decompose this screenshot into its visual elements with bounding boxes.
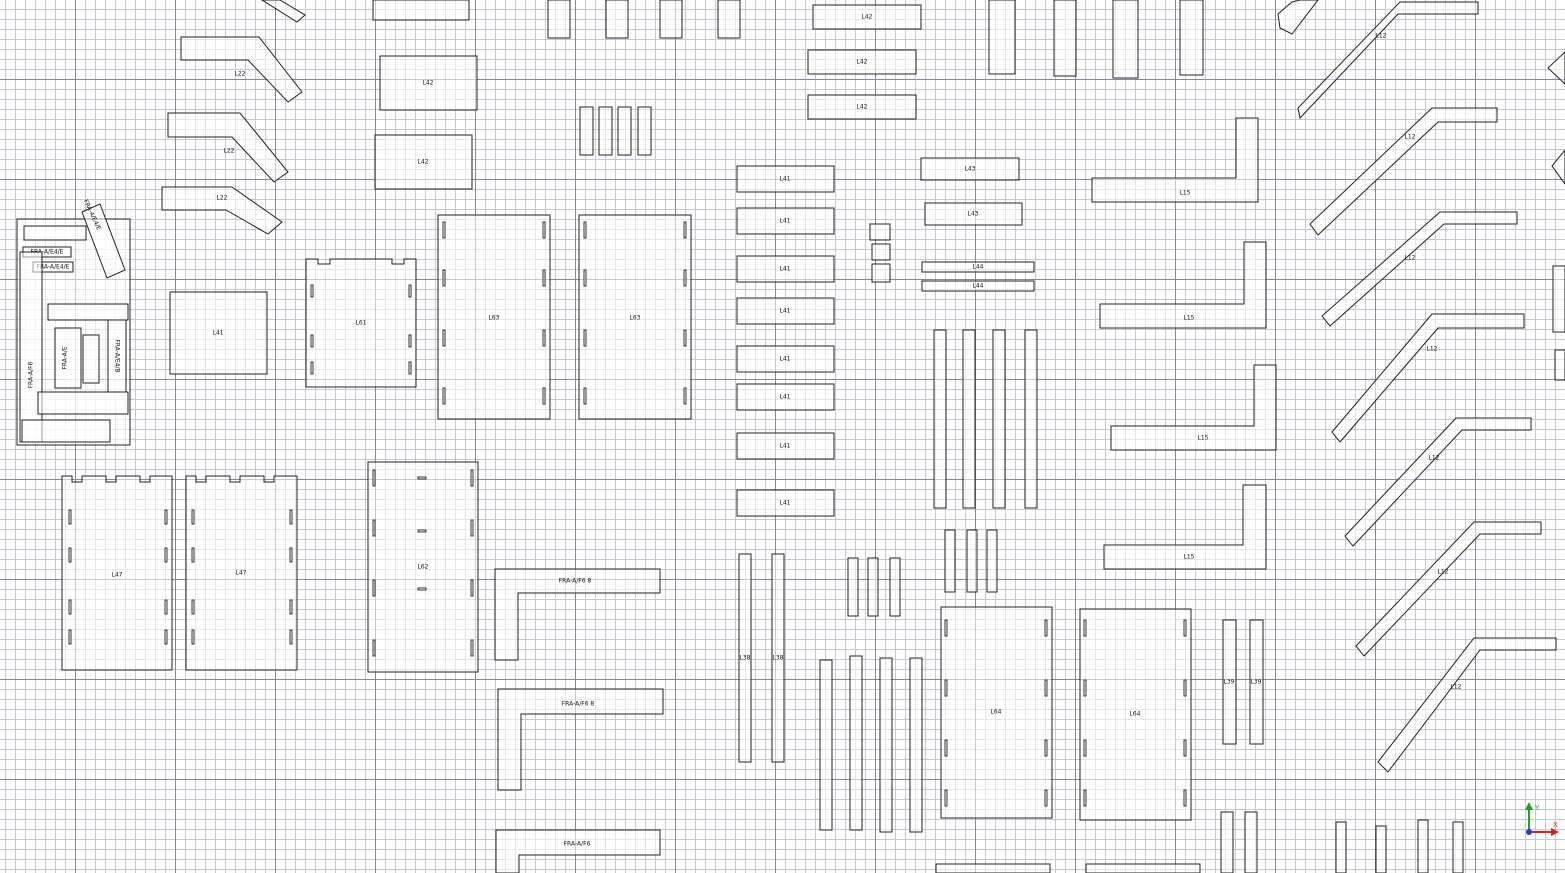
part-label: L64 xyxy=(991,709,1002,716)
part-label: L41 xyxy=(780,500,791,507)
part-label: FRA-A/F6 8 xyxy=(562,701,595,708)
part-label: L38 xyxy=(773,655,784,662)
part-label: FRA-A/E4/E xyxy=(31,249,64,256)
part-label: L15 xyxy=(1180,190,1191,197)
part-label: L41 xyxy=(780,308,791,315)
vertical-rail-parts[interactable] xyxy=(988,0,1204,79)
part-l61[interactable]: L61 xyxy=(305,258,417,388)
part-label: L41 xyxy=(780,443,791,450)
part-l42-group[interactable]: L42 L42 xyxy=(372,0,478,190)
part-l63-panels[interactable]: L63 L63 xyxy=(437,214,692,420)
part-label: FRA-A/F6 xyxy=(564,841,591,848)
part-label: L42 xyxy=(418,159,429,166)
part-l41-bars[interactable]: L41 L41 L41 L41 L41 L41 L41 L41 xyxy=(736,165,835,517)
part-label: FRA-A/E4/E xyxy=(37,264,70,271)
part-label: L15 xyxy=(1184,315,1195,322)
part-label: L12 xyxy=(1429,455,1440,462)
part-label: L15 xyxy=(1198,435,1209,442)
part-label: L41 xyxy=(780,394,791,401)
small-center-clips[interactable] xyxy=(869,223,891,283)
part-label: L22 xyxy=(224,148,235,155)
part-label: L61 xyxy=(356,320,367,327)
part-label: L12 xyxy=(1405,134,1416,141)
part-l39-posts[interactable]: L39 L39 xyxy=(1220,619,1464,873)
part-label: L42 xyxy=(857,104,868,111)
part-l62[interactable]: L62 xyxy=(367,461,479,673)
part-label: L64 xyxy=(1130,711,1141,718)
axis-y-label: Y xyxy=(1534,804,1540,812)
part-label: L12 xyxy=(1438,569,1449,576)
part-l22-group[interactable]: L22 L22 L22 xyxy=(161,0,306,235)
axis-x-label: X xyxy=(1553,821,1558,829)
long-post-parts[interactable] xyxy=(847,329,1038,617)
part-label: FRA-A/E xyxy=(62,346,69,370)
part-label: L39 xyxy=(1224,679,1235,686)
part-label: L39 xyxy=(1251,679,1262,686)
part-label: L44 xyxy=(973,283,984,290)
part-l43-l44-group[interactable]: L43 L43 L44 L44 xyxy=(920,157,1035,292)
part-fra-a-f6-group[interactable]: FRA-A/F6 8 FRA-A/F6 8 FRA-A/F6 xyxy=(494,568,664,873)
part-l15-group[interactable]: L15 L15 L15 L15 xyxy=(1091,117,1277,570)
part-label: L12 xyxy=(1376,33,1387,40)
part-l42-channels[interactable]: L42 L42 L42 xyxy=(807,4,922,120)
part-label: FRA-A/F6 8 xyxy=(559,578,592,585)
part-l38-posts[interactable]: L38 L38 xyxy=(738,553,923,833)
part-label: L62 xyxy=(418,564,429,571)
part-label: L15 xyxy=(1184,554,1195,561)
part-label: L43 xyxy=(965,166,976,173)
part-label: L22 xyxy=(235,71,246,78)
part-l64-panels[interactable]: L64 L64 xyxy=(935,606,1201,873)
part-label: L22 xyxy=(217,195,228,202)
part-label: L41 xyxy=(780,176,791,183)
part-label: FRA-A/F6 xyxy=(28,361,35,388)
part-label: L41 xyxy=(213,330,224,337)
part-label: L47 xyxy=(236,570,247,577)
part-label: L12 xyxy=(1405,255,1416,262)
part-label: L41 xyxy=(780,266,791,273)
small-clip-parts[interactable] xyxy=(547,0,741,156)
part-label: L38 xyxy=(740,655,751,662)
part-label: L43 xyxy=(968,211,979,218)
part-l47-panels[interactable]: L47 L47 xyxy=(61,475,298,671)
part-label: L12 xyxy=(1427,346,1438,353)
part-label: L42 xyxy=(423,80,434,87)
part-label: L12 xyxy=(1451,684,1462,691)
part-label: L42 xyxy=(857,59,868,66)
part-label: FRA-A/E4/B xyxy=(114,339,121,372)
part-label: L63 xyxy=(630,315,641,322)
part-label: L41 xyxy=(780,356,791,363)
nested-part-cluster[interactable]: FRA-A/E4/E FRA-A/E4/E FRA-A/F6 FRA-A/E4/… xyxy=(16,199,131,446)
part-label: L42 xyxy=(862,14,873,21)
axis-triad-icon[interactable]: Y X xyxy=(1519,800,1563,840)
part-l41-square[interactable]: L41 xyxy=(169,291,268,375)
part-label: L47 xyxy=(112,572,123,579)
part-label: L44 xyxy=(973,264,984,271)
part-l12-group[interactable]: L12 L12 L12 L12 L12 L12 L12 xyxy=(1277,0,1565,773)
part-label: L63 xyxy=(489,315,500,322)
part-label: L41 xyxy=(780,218,791,225)
